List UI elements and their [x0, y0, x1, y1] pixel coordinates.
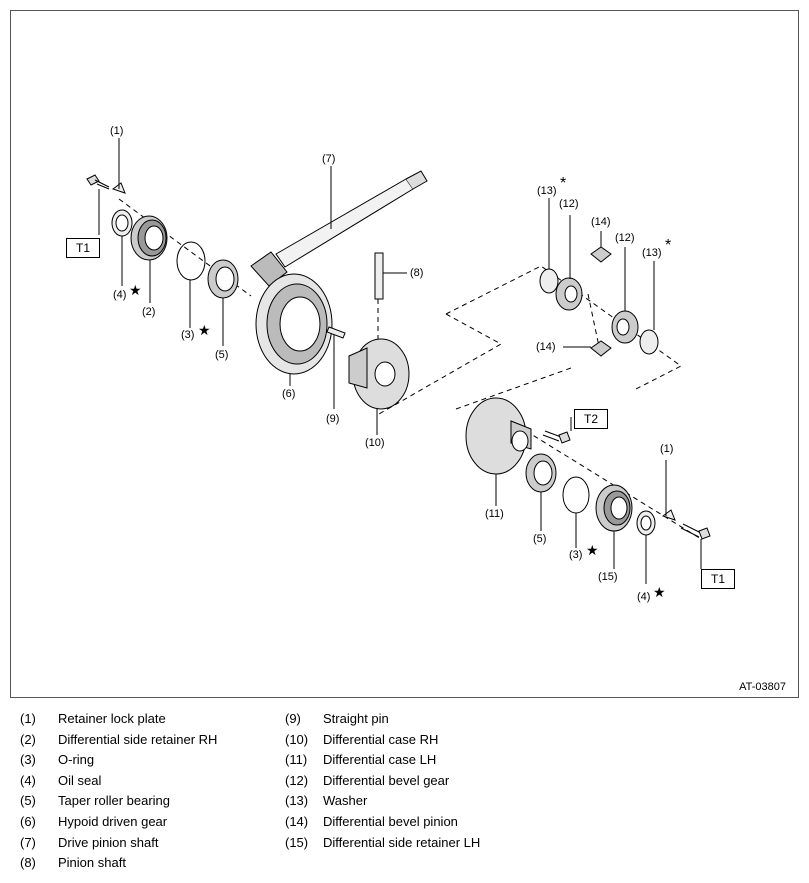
callout-3-right: (3) — [569, 549, 583, 561]
legend-item-text: Differential side retainer LH — [323, 834, 481, 850]
star-mark-3-right: ★ — [586, 542, 599, 558]
parts-legend: (1) Retainer lock plate (2) Differential si… — [20, 711, 800, 879]
legend-item-text: Differential bevel pinion — [323, 814, 458, 829]
callout-7: (7) — [322, 153, 336, 165]
legend-item-number: (5) — [20, 793, 36, 809]
asterisk-mark-13-right: * — [665, 237, 672, 254]
legend-item-number: (4) — [20, 772, 36, 788]
callout-4-left: (4) — [113, 289, 127, 301]
o-ring-left — [176, 241, 206, 281]
taper-bearing-right — [525, 453, 557, 493]
hypoid-driven-gear — [255, 273, 333, 375]
star-mark-4-left: ★ — [129, 282, 142, 298]
leader-lines — [118, 138, 702, 584]
callout-1-right: (1) — [660, 443, 674, 455]
star-mark-3-left: ★ — [198, 322, 211, 338]
oil-seal-right — [636, 510, 656, 536]
legend-item-number: (7) — [20, 834, 36, 850]
legend-item-number: (1) — [20, 711, 36, 726]
asterisk-mark-13-upper: * — [560, 175, 567, 192]
legend-item-text: Washer — [323, 793, 368, 809]
callout-5-left: (5) — [215, 349, 229, 361]
o-ring-right — [562, 476, 590, 514]
legend-item-text: Differential case LH — [323, 752, 437, 768]
callout-12-right: (12) — [615, 232, 635, 244]
drive-pinion-shaft — [250, 170, 428, 287]
legend-item-number: (14) — [285, 814, 309, 829]
legend-item-text: Differential side retainer RH — [58, 731, 218, 747]
callout-4-right: (4) — [637, 591, 651, 603]
differential-case-rh — [348, 338, 410, 410]
callout-3-left: (3) — [181, 329, 195, 341]
washer-upper — [539, 268, 559, 294]
taper-bearing-left — [207, 259, 239, 299]
bevel-pinion-lower — [590, 340, 612, 357]
legend-item-number: (10) — [285, 731, 309, 747]
legend-item-text: O-ring — [58, 752, 95, 768]
straight-pin — [326, 326, 346, 339]
callout-1-left: (1) — [110, 125, 124, 137]
legend-item-number: (2) — [20, 731, 36, 747]
figure-id: AT-03807 — [739, 681, 786, 693]
pinion-shaft — [374, 252, 384, 300]
callout-11: (11) — [485, 508, 504, 520]
bevel-gear-right — [611, 310, 639, 344]
callout-12-upper: (12) — [559, 198, 579, 210]
legend-item-text: Differential bevel gear — [323, 772, 450, 788]
legend-item-text: Hypoid driven gear — [58, 814, 168, 829]
retainer-lock-plate-right — [661, 509, 676, 521]
washer-right — [639, 329, 659, 355]
exploded-view-drawing — [86, 138, 711, 584]
callout-9: (9) — [326, 413, 340, 425]
callout-13-right: (13) — [642, 247, 662, 259]
callout-8: (8) — [410, 267, 424, 279]
legend-item-text: Retainer lock plate — [58, 711, 166, 726]
legend-item-number: (12) — [285, 772, 309, 788]
diagram-frame: (1) (1) (2) (3) ★ (3) ★ (4) ★ (4) ★ (5) … — [10, 10, 799, 698]
callout-14-lower: (14) — [536, 341, 556, 353]
bolt-t1-right — [680, 523, 711, 540]
legend-item-number: (3) — [20, 752, 36, 768]
callout-15: (15) — [598, 571, 618, 583]
torque-label-t2: T2 — [574, 409, 608, 429]
bevel-gear-upper — [555, 277, 583, 311]
legend-item-number: (9) — [285, 711, 301, 726]
torque-label-t1-left: T1 — [66, 238, 100, 258]
differential-case-lh — [465, 397, 532, 475]
callout-14-upper: (14) — [591, 216, 611, 228]
legend-item-text: Differential case RH — [323, 731, 439, 747]
side-retainer-lh — [595, 484, 633, 532]
oil-seal-left — [111, 209, 133, 237]
legend-item-number: (15) — [285, 834, 309, 850]
callout-5-right: (5) — [533, 533, 547, 545]
callout-6: (6) — [282, 388, 296, 400]
callout-2: (2) — [142, 306, 156, 318]
star-mark-4-right: ★ — [653, 584, 666, 600]
legend-item-text: Pinion shaft — [58, 855, 126, 871]
legend-item-text: Straight pin — [323, 711, 389, 726]
bolt-t1-left — [86, 174, 110, 235]
legend-item-text: Oil seal — [58, 772, 102, 788]
bolt-t2 — [542, 430, 571, 444]
torque-label-t1-right: T1 — [701, 569, 735, 589]
legend-item-text: Taper roller bearing — [58, 793, 171, 809]
legend-item-number: (11) — [285, 752, 308, 768]
bevel-pinion-upper — [590, 246, 612, 263]
legend-item-number: (6) — [20, 814, 36, 829]
legend-item-text: Drive pinion shaft — [58, 834, 159, 850]
legend-item-number: (13) — [285, 793, 309, 809]
callout-13-upper: (13) — [537, 185, 557, 197]
callout-10: (10) — [365, 437, 385, 449]
side-retainer-rh — [130, 215, 168, 261]
legend-item-number: (8) — [20, 855, 36, 871]
